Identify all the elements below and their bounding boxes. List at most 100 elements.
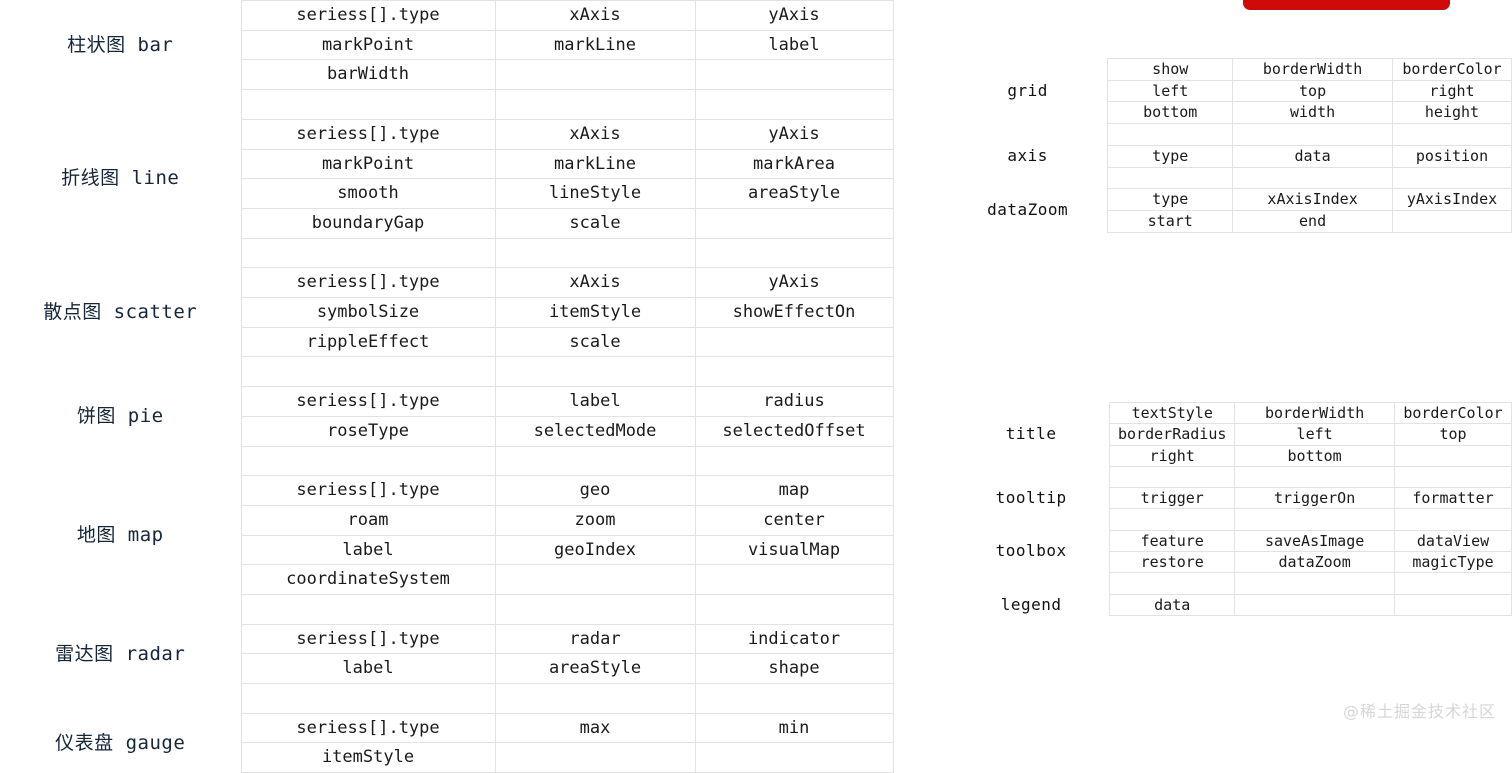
spacer-label-cell — [0, 357, 241, 387]
spacer-row — [0, 237, 894, 269]
spacer-cell — [240, 594, 496, 625]
option-cell-seriess-type: seriess[].type — [240, 386, 496, 417]
spacer-cell — [1234, 508, 1396, 531]
spacer-label-cell — [0, 90, 241, 120]
spacer-cell — [240, 445, 496, 477]
spacer-cell — [1109, 508, 1236, 531]
option-cell-visualmap: visualMap — [694, 534, 894, 566]
table-row: coordinateSystem — [0, 564, 894, 595]
spacer-cell — [1232, 123, 1394, 146]
option-cell-feature: feature — [1109, 529, 1236, 553]
option-cell-seriess-type: seriess[].type — [240, 623, 496, 655]
group-label-折线图-line: 折线图 line — [0, 119, 241, 239]
option-cell-barwidth: barWidth — [240, 59, 496, 91]
spacer-cell — [694, 683, 894, 714]
spacer-cell — [240, 683, 496, 714]
option-cell-magictype: magicType — [1394, 551, 1512, 574]
option-cell-end: end — [1232, 209, 1394, 233]
empty-cell — [1392, 209, 1512, 233]
option-cell-min: min — [694, 712, 894, 744]
option-cell-yaxis: yAxis — [694, 267, 894, 298]
spacer-label-cell — [953, 573, 1110, 594]
option-cell-smooth: smooth — [240, 178, 496, 209]
group-label-tooltip: tooltip — [953, 487, 1110, 509]
option-cell-scale: scale — [494, 207, 696, 239]
spacer-cell — [1109, 572, 1236, 595]
option-cell-triggeron: triggerOn — [1234, 487, 1396, 510]
option-cell-type: type — [1107, 188, 1234, 211]
option-cell-selectedoffset: selectedOffset — [694, 415, 894, 447]
option-cell-scale: scale — [494, 326, 696, 358]
option-cell-geo: geo — [494, 475, 696, 506]
option-cell-symbolsize: symbolSize — [240, 297, 496, 328]
option-cell-data: data — [1232, 144, 1394, 168]
spacer-row — [0, 356, 894, 388]
empty-cell — [494, 59, 696, 91]
group-label-散点图-scatter: 散点图 scatter — [0, 267, 241, 357]
option-cell-borderwidth: borderWidth — [1234, 401, 1396, 425]
spacer-cell — [1394, 572, 1512, 595]
spacer-cell — [1392, 166, 1512, 190]
option-cell-yaxis: yAxis — [694, 118, 894, 150]
option-cell-bottom: bottom — [1234, 444, 1396, 467]
option-cell-xaxis: xAxis — [494, 267, 696, 298]
option-cell-seriess-type: seriess[].type — [240, 712, 496, 744]
spacer-cell — [1107, 123, 1234, 146]
option-cell-areastyle: areaStyle — [494, 653, 696, 685]
empty-cell — [694, 59, 894, 91]
group-label-legend: legend — [953, 594, 1110, 616]
option-cell-left: left — [1107, 79, 1234, 103]
option-cell-zoom: zoom — [494, 504, 696, 536]
spacer-cell — [494, 683, 696, 714]
option-cell-bordercolor: borderColor — [1394, 401, 1512, 425]
option-cell-type: type — [1107, 144, 1234, 168]
spacer-cell — [494, 445, 696, 477]
spacer-cell — [494, 237, 696, 269]
spacer-cell — [1394, 465, 1512, 489]
option-cell-radius: radius — [694, 386, 894, 417]
group-label-datazoom: dataZoom — [948, 188, 1108, 233]
spacer-cell — [240, 356, 496, 388]
option-cell-indicator: indicator — [694, 623, 894, 655]
spacer-label-cell — [0, 684, 241, 714]
spacer-cell — [694, 594, 894, 625]
spacer-cell — [694, 89, 894, 120]
spacer-cell — [1109, 465, 1236, 489]
option-cell-rosetype: roseType — [240, 415, 496, 447]
spacer-row — [0, 89, 894, 120]
option-cell-yaxisindex: yAxisIndex — [1392, 188, 1512, 211]
option-cell-formatter: formatter — [1394, 487, 1512, 510]
empty-cell — [1394, 444, 1512, 467]
empty-cell — [694, 207, 894, 239]
option-cell-shape: shape — [694, 653, 894, 685]
option-cell-seriess-type: seriess[].type — [240, 118, 496, 150]
option-cell-bordercolor: borderColor — [1392, 58, 1512, 81]
option-cell-markpoint: markPoint — [240, 148, 496, 180]
option-cell-xaxis: xAxis — [494, 118, 696, 150]
spacer-row — [953, 508, 1512, 531]
option-cell-max: max — [494, 712, 696, 744]
option-cell-map: map — [694, 475, 894, 506]
spacer-row — [953, 465, 1512, 489]
empty-cell — [694, 326, 894, 358]
option-cell-markline: markLine — [494, 29, 696, 61]
spacer-cell — [1392, 123, 1512, 146]
option-cell-bottom: bottom — [1107, 101, 1234, 125]
spacer-row — [0, 683, 894, 714]
